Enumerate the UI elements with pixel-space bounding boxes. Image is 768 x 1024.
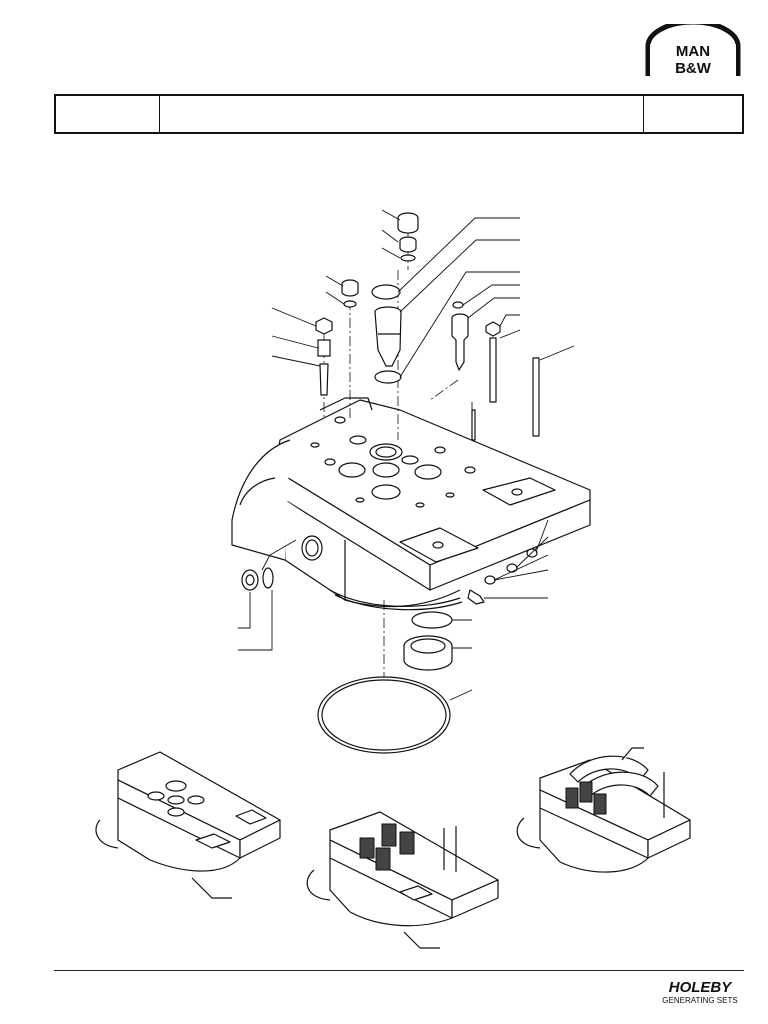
mini-view-left xyxy=(95,751,281,899)
cylinder-head-body xyxy=(231,397,591,611)
logo-line2: B&W xyxy=(675,60,712,77)
mini-view-middle xyxy=(306,811,499,949)
man-bw-logo: MAN B&W xyxy=(645,24,741,77)
footer-tagline: GENERATING SETS xyxy=(662,996,737,1005)
footer-divider xyxy=(54,970,744,971)
holeby-logo: HOLEBY GENERATING SETS xyxy=(662,979,737,1005)
header-cell-middle xyxy=(160,96,644,132)
exploded-parts xyxy=(241,212,540,754)
footer-company: HOLEBY xyxy=(669,979,734,996)
logo-line1: MAN xyxy=(676,43,710,60)
leader-lines xyxy=(238,209,575,701)
mini-view-right xyxy=(516,747,691,873)
header-table xyxy=(54,94,744,134)
header-cell-left xyxy=(56,96,160,132)
